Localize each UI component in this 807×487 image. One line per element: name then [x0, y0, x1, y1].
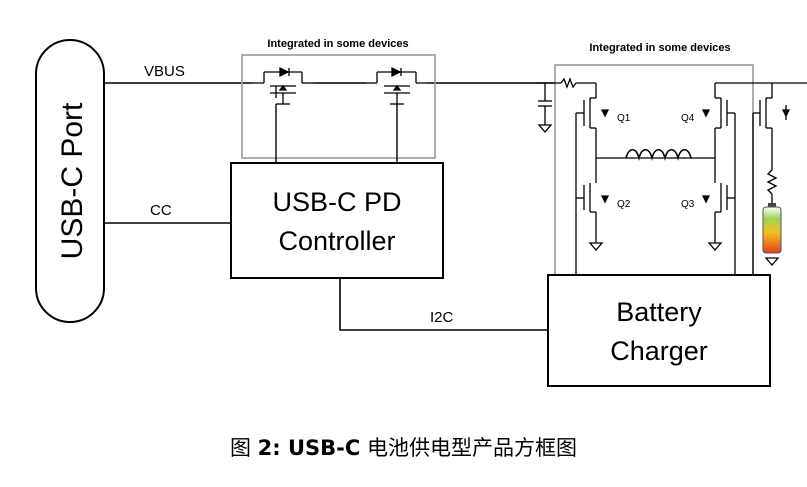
input-filter [535, 77, 596, 133]
buck-boost-stage [575, 82, 807, 275]
vbus-mosfet-2 [366, 66, 427, 105]
right-group-label: Integrated in some devices [589, 42, 730, 54]
battery-charger-block: Battery Charger [547, 274, 771, 387]
block-diagram: USB-C Port VBUS CC Integrated in some de… [35, 38, 807, 387]
q3-label: Q3 [681, 199, 695, 210]
left-group-label: Integrated in some devices [267, 38, 408, 50]
q4-label: Q4 [681, 113, 695, 124]
pd-controller-line2: Controller [278, 226, 395, 256]
caption-number: 2: USB-C [257, 436, 361, 460]
left-integrated-group: Integrated in some devices [241, 38, 436, 159]
i2c-label: I2C [430, 309, 454, 326]
right-integrated-group: Integrated in some devices [554, 42, 754, 286]
vbus-mosfet-1 [252, 66, 313, 105]
vbus-label: VBUS [144, 63, 185, 80]
caption-prefix: 图 [229, 436, 258, 460]
usb-c-port: USB-C Port [35, 39, 105, 323]
pd-controller-block: USB-C PD Controller [230, 162, 444, 279]
battery-charger-line2: Charger [610, 336, 708, 366]
battery-charger-line1: Battery [616, 297, 702, 327]
pd-controller-line1: USB-C PD [272, 187, 401, 217]
cc-label: CC [150, 202, 172, 219]
q1-label: Q1 [617, 113, 631, 124]
usb-c-port-label: USB-C Port [56, 102, 89, 259]
battery-icon [762, 203, 782, 254]
i2c-wire [339, 278, 548, 331]
q2-label: Q2 [617, 199, 631, 210]
figure-caption: 图 2: USB-C 电池供电型产品方框图 [0, 432, 807, 462]
gate-wires [275, 104, 398, 163]
caption-text: 电池供电型产品方框图 [360, 436, 577, 460]
